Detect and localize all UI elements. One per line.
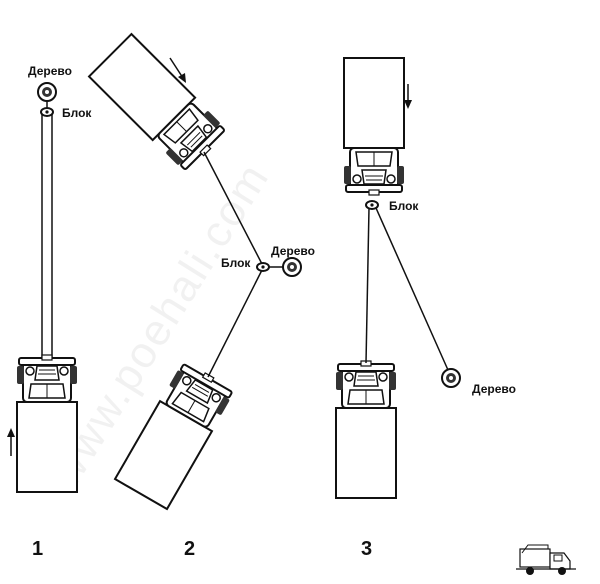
cable-2b: [207, 269, 263, 378]
scenario-1: [7, 82, 78, 493]
block-2: [256, 262, 270, 272]
scenario-3: [335, 57, 461, 499]
scenario-number-2: 2: [184, 538, 196, 560]
block-label-2: Блок: [221, 256, 251, 270]
block-1: [40, 107, 54, 117]
tree-label-1: Дерево: [28, 64, 72, 78]
direction-arrow-3: [404, 84, 412, 109]
cable-3a: [365, 207, 370, 364]
direction-arrow-2: [169, 57, 186, 83]
truck-2a: [88, 33, 230, 175]
block-label-1: Блок: [62, 106, 92, 120]
tree-1: [37, 82, 57, 102]
scenario-number-1: 1: [32, 538, 44, 560]
block-3: [365, 200, 379, 210]
cable-3b: [375, 207, 449, 371]
truck-1: [16, 354, 78, 493]
direction-arrow-1: [7, 428, 15, 456]
block-label-3: Блок: [389, 199, 419, 213]
tree-2: [282, 257, 302, 277]
truck-logo-icon: [516, 544, 576, 575]
tree-label-2: Дерево: [271, 244, 315, 258]
truck-3b: [335, 360, 397, 499]
tree-label-3: Дерево: [472, 382, 516, 396]
scenario-number-3: 3: [361, 538, 373, 560]
truck-2b: [114, 359, 237, 511]
scenario-2: [88, 33, 302, 511]
cable-2a: [203, 151, 263, 265]
truck-3a: [343, 57, 405, 196]
tree-3: [441, 368, 461, 388]
